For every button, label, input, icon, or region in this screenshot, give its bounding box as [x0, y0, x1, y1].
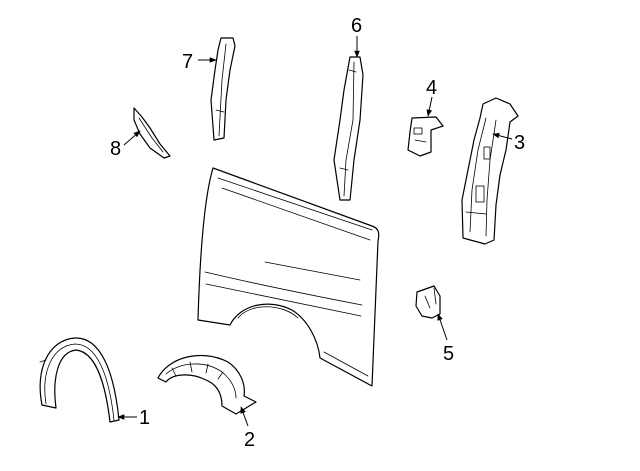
- leader-8: [123, 130, 141, 146]
- callout-number-1: 1: [139, 407, 150, 429]
- leader-5: [437, 313, 448, 341]
- callout-number-2: 2: [244, 429, 255, 451]
- leader-2: [240, 406, 249, 427]
- leader-3: [492, 132, 513, 140]
- callout-number-6: 6: [351, 15, 362, 37]
- rear-pillar: [210, 37, 236, 141]
- callout-number-7: 7: [182, 51, 193, 73]
- leader-4: [426, 96, 433, 117]
- callout-number-4: 4: [426, 77, 437, 99]
- wheel-opening-molding: [39, 337, 120, 423]
- callout-number-3: 3: [514, 132, 525, 154]
- bracket-lower: [415, 285, 441, 319]
- filler-bracket: [133, 107, 171, 159]
- center-pillar: [333, 56, 364, 201]
- bracket-upper: [407, 116, 444, 157]
- callout-number-8: 8: [110, 138, 121, 160]
- lock-pillar: [461, 97, 519, 245]
- callout-number-5: 5: [443, 343, 454, 365]
- quarter-panel: [197, 167, 380, 387]
- wheelhouse-liner: [157, 354, 257, 415]
